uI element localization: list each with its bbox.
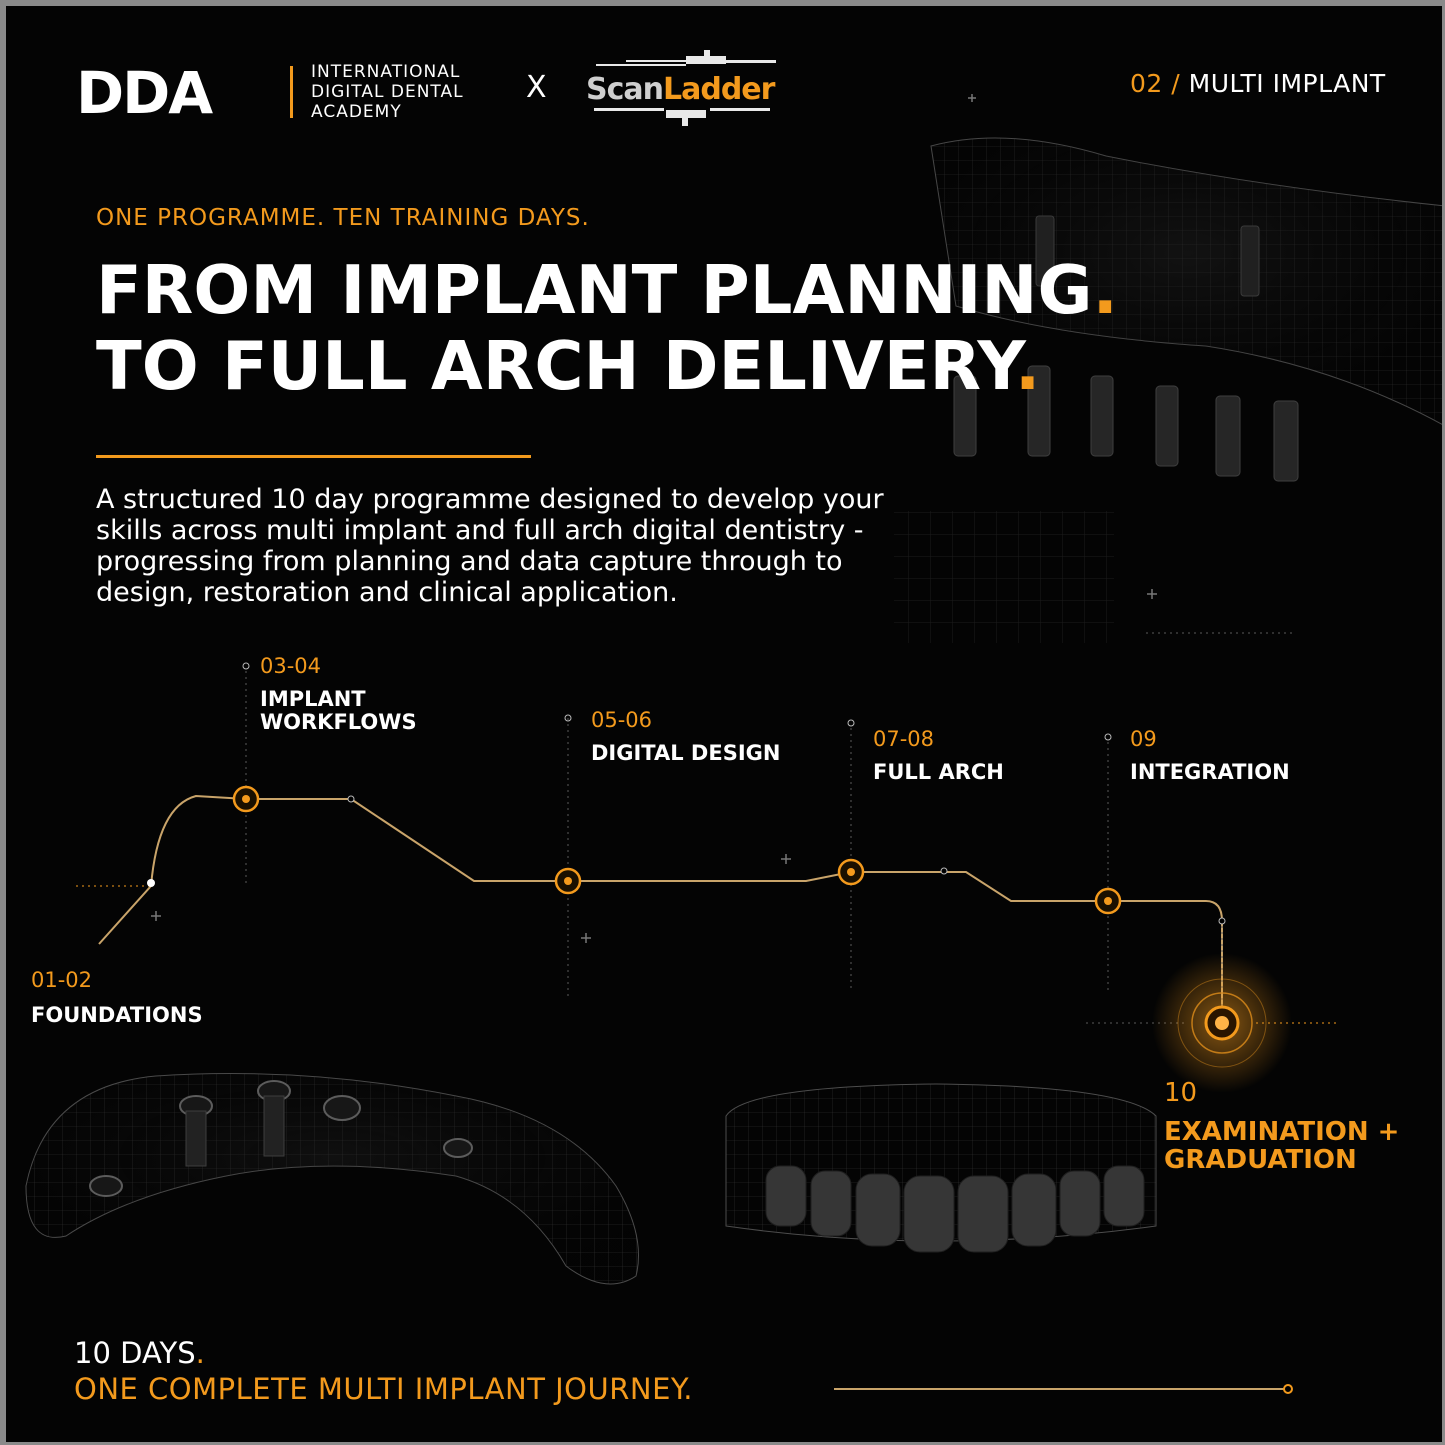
footer-dot: . — [195, 1336, 205, 1370]
scanladder-wordmark-part: Ladder — [663, 72, 775, 107]
step-integration: 09 INTEGRATION — [1130, 727, 1290, 784]
background-graphics — [25, 94, 1442, 1394]
headline-text: TO FULL ARCH DELIVERY — [96, 327, 1015, 405]
page-number: 02 / — [1130, 69, 1181, 98]
scanladder-logo: ScanLadder — [586, 50, 786, 130]
step-full-arch: 07-08 FULL ARCH — [873, 727, 1004, 784]
step-days: 01-02 — [31, 968, 93, 992]
page-title: MULTI IMPLANT — [1188, 69, 1386, 98]
collaboration-x: X — [526, 70, 547, 105]
full-arch-teeth-image — [725, 1083, 1157, 1253]
upper-arch-wireframe-image — [930, 137, 1442, 482]
page-indicator: 02 / MULTI IMPLANT — [1130, 69, 1386, 98]
logo-divider — [290, 66, 293, 118]
step-title: FULL ARCH — [873, 760, 1004, 784]
step-days: 03-04 — [260, 654, 322, 678]
step-days: 09 — [1130, 727, 1157, 751]
headline-line: FROM IMPLANT PLANNING. — [96, 252, 1118, 328]
scanladder-wordmark: ScanLadder — [586, 72, 775, 107]
scanladder-wordmark-part: Scan — [586, 72, 664, 107]
step-title: FOUNDATIONS — [31, 1003, 203, 1027]
headline: FROM IMPLANT PLANNING. TO FULL ARCH DELI… — [96, 252, 1118, 404]
step-title: WORKFLOWS — [260, 710, 417, 734]
kicker-text: ONE PROGRAMME. TEN TRAINING DAYS. — [96, 205, 590, 231]
step-examination-graduation: 10 EXAMINATION + GRADUATION — [1164, 1078, 1399, 1174]
academy-name: INTERNATIONAL DIGITAL DENTAL ACADEMY — [311, 62, 464, 122]
step-days: 07-08 — [873, 727, 935, 751]
description-line: design, restoration and clinical applica… — [96, 577, 678, 608]
step-foundations: 01-02 FOUNDATIONS — [31, 968, 203, 1027]
step-title: GRADUATION — [1164, 1145, 1357, 1175]
step-implant-workflows: 03-04 IMPLANT WORKFLOWS — [260, 654, 417, 734]
decorative-marks — [151, 94, 1157, 943]
step-title: DIGITAL DESIGN — [591, 741, 781, 765]
academy-name-line: DIGITAL DENTAL — [311, 82, 464, 102]
poster-canvas: DDA INTERNATIONAL DIGITAL DENTAL ACADEMY… — [6, 6, 1442, 1442]
final-node-glow — [1152, 953, 1292, 1093]
footer-days-text: 10 DAYS — [74, 1336, 196, 1370]
footer-days: 10 DAYS. — [74, 1336, 205, 1370]
description-line: skills across multi implant and full arc… — [96, 515, 864, 546]
grid-panel — [894, 511, 1114, 643]
step-digital-design: 05-06 DIGITAL DESIGN — [591, 708, 780, 765]
footer-tagline: ONE COMPLETE MULTI IMPLANT JOURNEY. — [74, 1372, 693, 1406]
step-title: IMPLANT — [260, 687, 366, 711]
description-line: progressing from planning and data captu… — [96, 546, 843, 577]
academy-name-line: ACADEMY — [311, 102, 402, 122]
headline-dot: . — [1092, 251, 1118, 329]
accent-divider — [96, 455, 531, 458]
scanladder-pixel-bars — [594, 50, 776, 126]
timeline-path — [98, 794, 1288, 1390]
step-title: INTEGRATION — [1130, 760, 1290, 784]
headline-text: FROM IMPLANT PLANNING — [96, 251, 1093, 329]
step-days: 05-06 — [591, 708, 653, 732]
programme-description: A structured 10 day programme designed t… — [96, 484, 1056, 608]
step-title: EXAMINATION + — [1164, 1117, 1400, 1147]
timeline-nodes — [147, 662, 1293, 1394]
step-days: 10 — [1164, 1078, 1198, 1108]
headline-line: TO FULL ARCH DELIVERY. — [96, 328, 1118, 404]
headline-dot: . — [1014, 327, 1041, 405]
academy-name-line: INTERNATIONAL — [311, 62, 461, 82]
description-line: A structured 10 day programme designed t… — [96, 484, 884, 515]
lower-arch-wireframe-image — [25, 1073, 639, 1285]
dda-logo: DDA — [76, 59, 213, 127]
